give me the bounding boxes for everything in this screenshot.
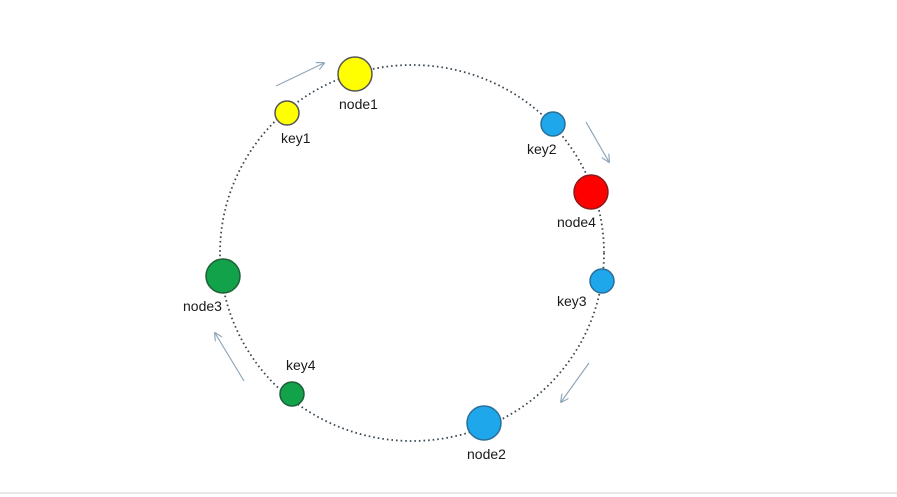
node1-label: node1	[339, 96, 378, 112]
node3-label: node3	[183, 298, 222, 314]
direction-arrow-bottom-right	[561, 362, 590, 402]
direction-arrow-top	[275, 63, 324, 87]
key1-label: key1	[281, 130, 311, 146]
node4-label: node4	[557, 214, 596, 230]
node1-circle	[337, 56, 373, 92]
key2-circle	[540, 111, 566, 137]
node2-circle	[466, 405, 502, 441]
key4-label: key4	[286, 357, 316, 373]
key3-label: key3	[557, 293, 587, 309]
key4-circle	[279, 381, 305, 407]
key1-circle	[274, 100, 300, 126]
node2-label: node2	[467, 446, 506, 462]
key2-label: key2	[527, 141, 557, 157]
node3-circle	[205, 258, 241, 294]
node4-circle	[573, 174, 609, 210]
hash-ring	[219, 64, 605, 442]
key3-circle	[589, 268, 615, 294]
direction-arrow-right	[585, 121, 609, 162]
direction-arrow-left	[215, 333, 245, 382]
